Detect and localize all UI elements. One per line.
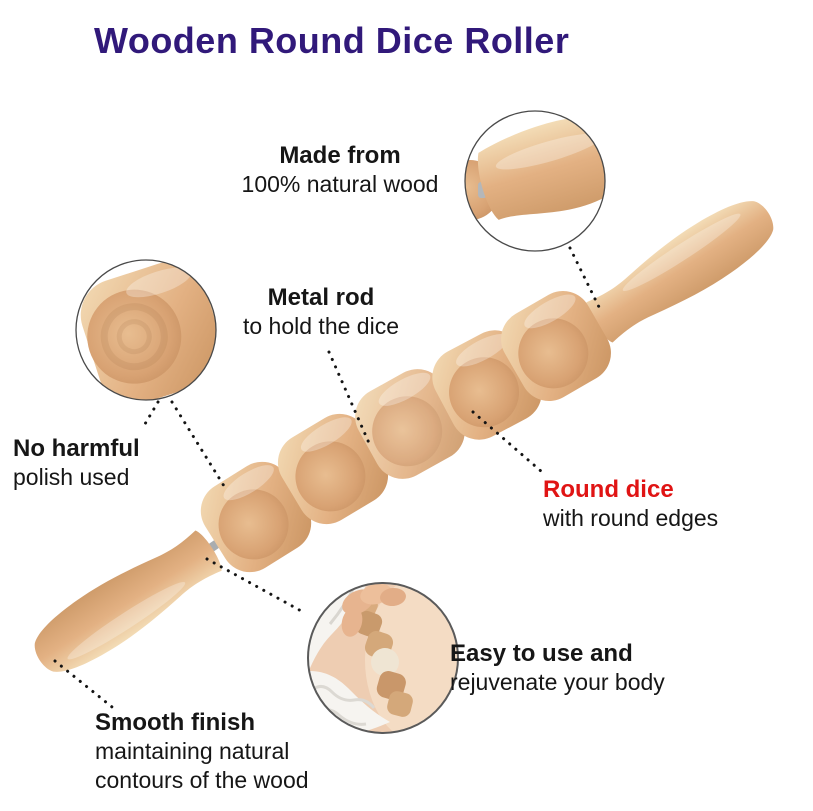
annotation-easy-to-use: Easy to use and rejuvenate your body [450, 639, 665, 697]
annotation-round-dice-bold: Round dice [543, 476, 674, 503]
annotation-metal-rod: Metal rod to hold the dice [200, 283, 442, 341]
wooden-die-1 [200, 461, 312, 573]
leader-metal-rod [327, 350, 371, 445]
annotation-smooth-finish-text3: contours of the wood [95, 767, 309, 793]
leader-round-dice [471, 410, 544, 474]
annotation-metal-rod-bold: Metal rod [267, 284, 375, 311]
leader-smooth-finish [53, 659, 119, 713]
wooden-die-3 [355, 369, 465, 479]
wooden-die-2 [277, 413, 389, 525]
annotation-round-dice-text: with round edges [543, 505, 719, 531]
annotation-round-dice: Round dice with round edges [543, 475, 718, 533]
handle-top [586, 201, 774, 343]
annotation-made-from-text: 100% natural wood [241, 171, 439, 197]
handle-bottom [34, 530, 222, 672]
wooden-die-5 [501, 291, 611, 401]
annotation-no-harmful-bold: No harmful [13, 435, 140, 462]
annotation-metal-rod-text: to hold the dice [242, 313, 399, 339]
leader-die-inset [170, 400, 226, 488]
annotation-smooth-finish-text2: maintaining natural [95, 738, 290, 764]
annotation-easy-to-use-bold: Easy to use and [450, 640, 633, 667]
die-closeup-inset [75, 259, 217, 401]
annotation-smooth-finish: Smooth finish maintaining natural contou… [95, 708, 309, 795]
leader-handle-inset [568, 246, 601, 309]
annotation-no-harmful-text: polish used [13, 464, 130, 490]
annotation-smooth-finish-bold: Smooth finish [95, 709, 255, 736]
annotation-easy-to-use-text: rejuvenate your body [450, 669, 665, 695]
annotation-made-from-bold: Made from [279, 142, 401, 169]
handle-closeup-inset [464, 110, 606, 252]
leader-no-harmful [140, 400, 160, 431]
annotation-no-harmful: No harmful polish used [13, 434, 140, 492]
page-title: Wooden Round Dice Roller [94, 20, 570, 61]
annotation-made-from: Made from 100% natural wood [210, 141, 470, 199]
